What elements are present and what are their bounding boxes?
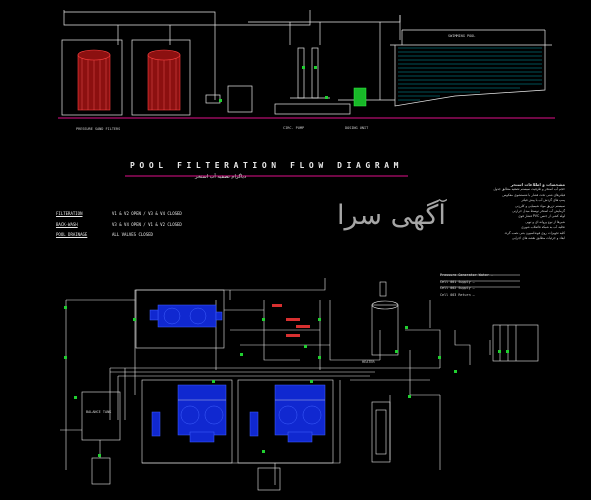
notes-title: مشخصات و اطلاعات استخر — [510, 182, 565, 187]
note-line: سیستم تزریق مواد شیمیایی و کلرزنی — [515, 203, 565, 208]
pressure-filters-elevation — [77, 49, 181, 111]
note-line: تخلیه آب به شبکه فاضلاب شهری — [521, 225, 565, 230]
note-line: حجم آب استخر و ظرفیت سیستم تصفیه مطابق ج… — [493, 187, 565, 192]
note-line: کلیه تجهیزات روی فونداسیون بتنی نصب گردد — [504, 230, 565, 235]
filter-assembly-left — [151, 384, 227, 443]
flow-diagram — [60, 274, 539, 491]
note-line: شیرها از نوع پروانه ای و توپی — [525, 219, 565, 224]
red-tags — [272, 304, 310, 337]
floor-lines — [58, 117, 555, 177]
table-row: Cell 001 Supply — — [440, 279, 475, 284]
watermark-logo: آگهی سرا — [337, 200, 446, 231]
label-balance-tank: BALANCE TANK — [86, 410, 112, 414]
pool-notes: مشخصات و اطلاعات استخر حجم آب استخر و ظر… — [425, 182, 565, 241]
diagram-title: POOL FILTERATION FLOW DIAGRAM — [130, 161, 404, 170]
note-line: لوله کشی از جنس PVC فشار قوی — [518, 214, 565, 219]
circulation-pump-icon — [149, 304, 223, 328]
label-heater: HEATER — [362, 360, 375, 364]
label-dosing: DOSING UNIT — [345, 126, 369, 130]
note-line: فیلترهای شنی تحت فشار با شستشوی معکوس — [502, 192, 565, 197]
note-line: گرمایش آب استخر توسط مبدل حرارتی — [512, 209, 565, 214]
note-line: پمپ های گردش آب با پیش فیلتر — [521, 198, 565, 203]
note-line: ابعاد و جزئیات مطابق نقشه های اجرایی — [512, 236, 565, 241]
label-pressure-filters: PRESSURE SAND FILTERS — [76, 127, 121, 131]
label-pool: SWIMMING POOL — [448, 34, 476, 38]
table-row: Pressure Generator Water — — [440, 273, 494, 277]
pool-water — [398, 47, 542, 101]
table-row: Cell 002 Supply — — [440, 286, 475, 291]
supply-table: Pressure Generator Water — Cell 001 Supp… — [440, 272, 493, 298]
filter-assembly-right — [249, 384, 326, 443]
table-row: Cell 003 Return — — [440, 292, 475, 297]
dosing-tank-icon — [353, 87, 367, 107]
valve-icons-flow — [64, 306, 509, 457]
top-elevation — [61, 10, 552, 116]
valve-icons-top — [219, 66, 328, 102]
diagram-subtitle: دیاگرام تصفیه آب استخر — [195, 174, 247, 180]
label-pump: CIRC. PUMP — [283, 126, 305, 130]
